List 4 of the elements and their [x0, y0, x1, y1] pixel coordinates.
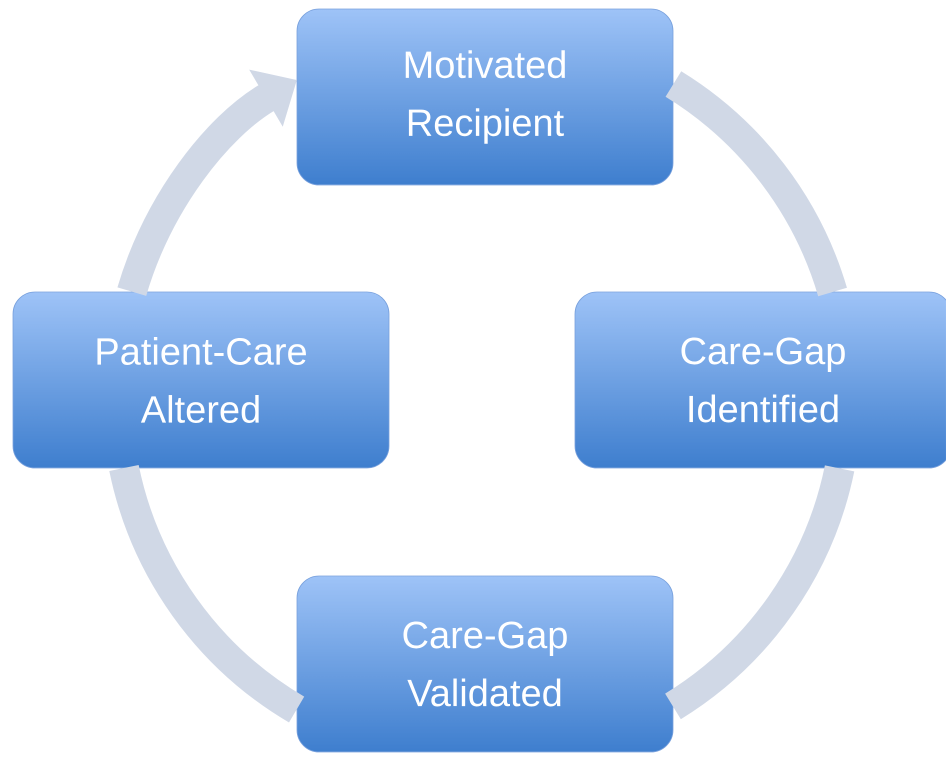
- process-box: Patient-Care Altered: [12, 292, 390, 468]
- process-box: Motivated Recipient: [296, 8, 674, 186]
- process-box: Care-Gap Validated: [296, 576, 674, 752]
- process-box: Care-Gap Identified: [574, 292, 946, 468]
